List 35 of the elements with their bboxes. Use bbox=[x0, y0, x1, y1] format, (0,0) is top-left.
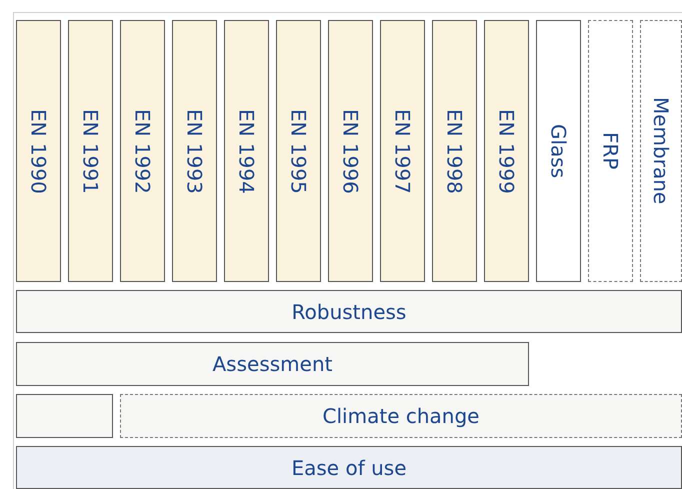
column-box bbox=[328, 20, 373, 282]
band-box bbox=[16, 342, 529, 386]
column-box bbox=[484, 20, 529, 282]
column-label: EN 1996 bbox=[338, 108, 362, 194]
empty-box bbox=[16, 394, 113, 438]
column-label: EN 1991 bbox=[78, 108, 102, 194]
column-label: EN 1992 bbox=[130, 108, 154, 194]
band-box bbox=[120, 394, 682, 438]
band-label: Robustness bbox=[292, 300, 406, 324]
column-box bbox=[224, 20, 269, 282]
column-box bbox=[588, 20, 633, 282]
column-box bbox=[536, 20, 581, 282]
column-label: EN 1998 bbox=[442, 108, 466, 194]
column-label: Glass bbox=[546, 124, 570, 178]
band-label: Assessment bbox=[212, 352, 332, 376]
band-label: Ease of use bbox=[291, 456, 406, 480]
column-label: Membrane bbox=[649, 97, 673, 205]
column-label: EN 1993 bbox=[182, 108, 206, 194]
column-label: EN 1995 bbox=[286, 108, 310, 194]
column-box bbox=[640, 20, 682, 282]
column-box bbox=[276, 20, 321, 282]
column-label: EN 1999 bbox=[494, 108, 518, 194]
band-box bbox=[16, 446, 682, 489]
column-box bbox=[68, 20, 113, 282]
column-box bbox=[120, 20, 165, 282]
band-label: Climate change bbox=[322, 404, 480, 428]
column-box bbox=[172, 20, 217, 282]
column-label: FRP bbox=[598, 132, 622, 170]
column-label: EN 1997 bbox=[390, 108, 414, 194]
column-box bbox=[432, 20, 477, 282]
column-label: EN 1990 bbox=[26, 108, 50, 194]
column-label: EN 1994 bbox=[234, 108, 258, 194]
band-box bbox=[16, 290, 682, 333]
column-box bbox=[16, 20, 61, 282]
column-box bbox=[380, 20, 425, 282]
